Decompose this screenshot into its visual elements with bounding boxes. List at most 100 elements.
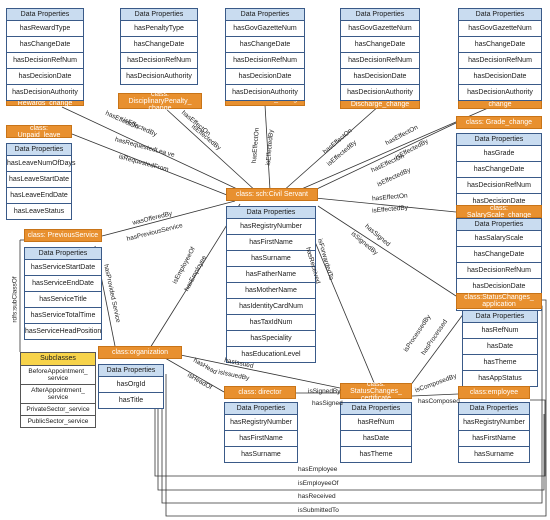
data-property: hasDate <box>463 339 537 355</box>
data-property: hasGovGazetteNum <box>459 21 541 37</box>
data-property: hasSpeciality <box>227 331 315 347</box>
data-property: hasSurname <box>474 451 514 458</box>
data-property: hasTheme <box>463 355 537 371</box>
data-property: hasSalaryScale <box>457 231 541 247</box>
edge-cert-app <box>409 304 471 387</box>
data-property: hasDecisionAuthority <box>347 89 413 96</box>
edge-bottom-employeeof <box>157 374 545 491</box>
data-property: hasRefNum <box>463 323 537 339</box>
data-property: hasTheme <box>359 451 393 458</box>
data-property: hasIdentityCardNum <box>227 299 315 315</box>
data-properties-header: Data Properties <box>121 9 197 21</box>
data-property: hasDecisionAuthority <box>126 73 192 80</box>
edge-statusapp <box>317 205 457 297</box>
data-property: hasRegistryNumber <box>459 415 529 431</box>
data-properties-header: Data Properties <box>7 9 83 21</box>
edge-unpaid <box>71 133 233 198</box>
edge-bottom-employee <box>154 374 546 477</box>
subclass-item: PrivateSector_service <box>21 404 95 416</box>
data-property: hasMotherName <box>227 283 315 299</box>
data-property: hasDecisionAuthority <box>232 89 298 96</box>
data-property: hasDecisionDate <box>226 69 304 85</box>
data-property: hasChangeDate <box>226 37 304 53</box>
edge-organization <box>149 203 241 349</box>
data-property: hasChangeDate <box>341 37 419 53</box>
data-property: hasDecisionRefNum <box>457 178 541 194</box>
data-property: hasChangeDate <box>459 37 541 53</box>
class-employee: class:employee <box>458 386 530 399</box>
data-properties-header: Data Properties <box>341 403 411 415</box>
data-property: hasDecisionRefNum <box>341 53 419 69</box>
data-property: hasLeaveStartDate <box>7 172 71 188</box>
edge-label: hasSigned <box>312 400 343 407</box>
subclass-item: BeforeAppointment_ service <box>21 366 95 385</box>
class-director: class: director <box>224 386 296 399</box>
data-property: hasServiceTitle <box>25 292 101 308</box>
data-property: hasChangeDate <box>121 37 197 53</box>
data-property: hasChangeDate <box>7 37 83 53</box>
subclasses-header: Subclasses <box>21 353 95 366</box>
class-statusApp: class:StatusChanges_ application <box>456 293 542 309</box>
edge-label: isSignedBy <box>308 388 341 395</box>
class-previous: class: PreviousService <box>24 229 102 242</box>
edge-salary <box>314 197 457 213</box>
data-property: hasEducationLevel <box>241 351 301 358</box>
edge-label: rdfs:subClassOf <box>11 276 19 323</box>
subclass-item: AfterAppointment_ service <box>21 385 95 404</box>
data-property: hasSurname <box>241 451 281 458</box>
data-property: hasDecisionDate <box>459 69 541 85</box>
data-property: hasDecisionRefNum <box>226 53 304 69</box>
data-property: hasDecisionRefNum <box>121 53 197 69</box>
data-properties-header: Data Properties <box>225 403 297 415</box>
data-property: hasFirstName <box>227 235 315 251</box>
class-disciplinary: class: DisciplinaryPenalty_ change <box>118 91 202 112</box>
data-properties-header: Data Properties <box>7 144 71 156</box>
data-property: hasServiceHeadPosition <box>25 328 102 335</box>
data-property: hasTaxIdNum <box>227 315 315 331</box>
class-unpaid: class: Unpaid_leave <box>6 125 72 139</box>
data-property: hasDecisionRefNum <box>459 53 541 69</box>
data-property: hasRegistryNumber <box>225 415 297 431</box>
edge-label: hasReceived <box>298 493 336 500</box>
data-properties-header: Data Properties <box>341 9 419 21</box>
data-property: hasDate <box>341 431 411 447</box>
data-property: hasRewardType <box>7 21 83 37</box>
data-property: hasServiceTotalTime <box>25 308 101 324</box>
edge-previous <box>101 200 236 237</box>
edge-grade <box>299 122 457 198</box>
class-organization: class:organization <box>98 346 182 359</box>
data-properties-header: Data Properties <box>99 365 163 377</box>
data-property: hasChangeDate <box>457 162 541 178</box>
data-property: hasFatherName <box>227 267 315 283</box>
data-property: hasDecisionRefNum <box>7 53 83 69</box>
data-properties-header: Data Properties <box>463 311 537 323</box>
data-properties-header: Data Properties <box>459 9 541 21</box>
edge-pension <box>264 104 271 191</box>
data-property: hasGrade <box>457 146 541 162</box>
edge-discharge <box>281 104 381 193</box>
data-properties-header: Data Properties <box>25 248 101 260</box>
data-property: hasDecisionAuthority <box>12 89 78 96</box>
edge-label: hasEmployee <box>298 466 338 473</box>
data-property: hasDecisionRefNum <box>457 263 541 279</box>
class-civil: class: sch:Civil Servant <box>226 188 318 201</box>
data-property: hasServiceStartDate <box>25 260 101 276</box>
edge-disciplinary <box>164 107 259 194</box>
subclass-item: PublicSector_service <box>27 418 89 425</box>
data-property: hasLeaveEndDate <box>7 188 71 204</box>
data-properties-header: Data Properties <box>226 9 304 21</box>
data-property: hasChangeDate <box>457 247 541 263</box>
data-property: hasTitle <box>118 397 144 404</box>
class-statusCert: class: StatusChanges_ certificate <box>340 381 412 402</box>
